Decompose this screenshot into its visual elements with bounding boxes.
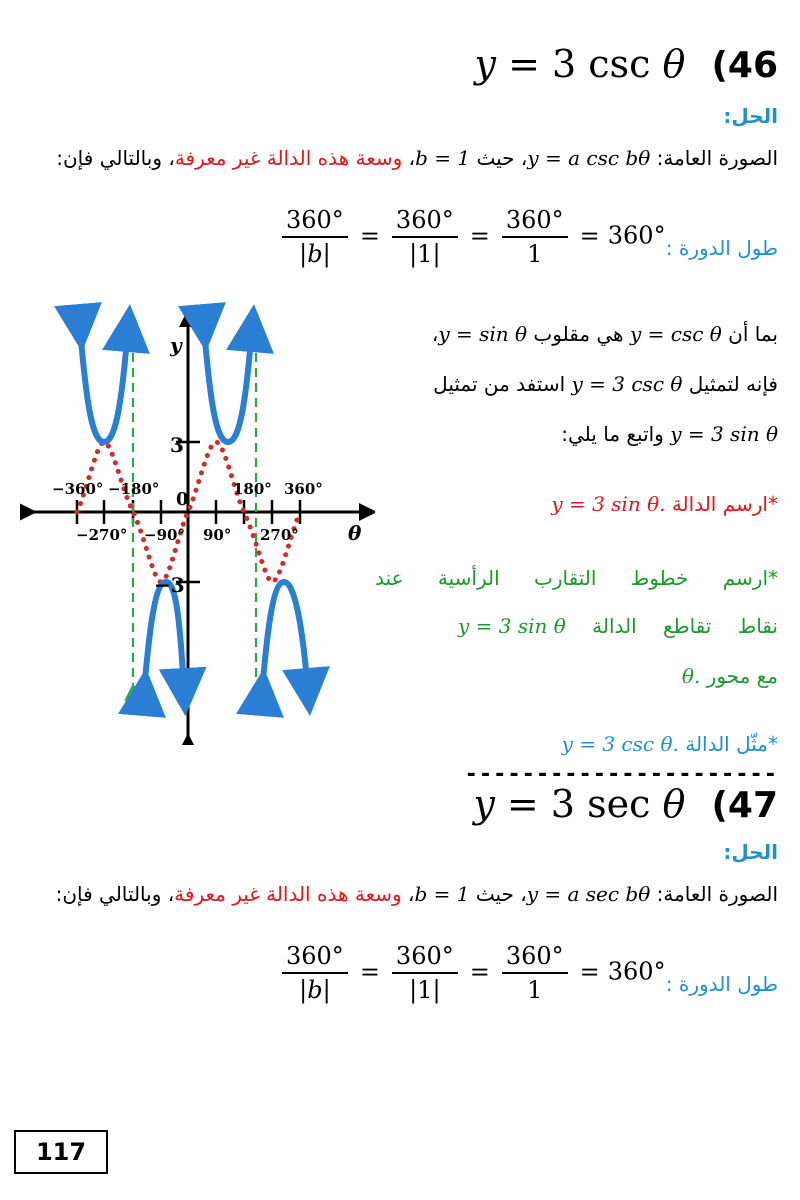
x-axis-label: θ [348, 521, 362, 545]
step-1: *ارسم الدالة y = 3 sin θ. [551, 492, 778, 516]
x-tick-label-neg180: −180° [108, 480, 159, 498]
y-axis-label: y [169, 333, 183, 357]
page-number-box: 117 [14, 1130, 108, 1174]
x-tick-label-270: 270° [260, 526, 299, 544]
csc-curves [54, 302, 330, 718]
x-tick-label-180: 180° [233, 480, 272, 498]
solution-label-46: الحل: [723, 104, 778, 128]
step-2-line-3: مع محور θ. [681, 664, 778, 688]
general-form-line-47: الصورة العامة: y = a sec bθ، حيث b = 1، … [55, 882, 778, 906]
problem-47-heading: y = 3 sec θ (47 [473, 782, 778, 826]
asymptotes [124, 317, 265, 701]
x-tick-label-neg360: −360° [52, 480, 103, 498]
separator-line: ---------------------- [464, 762, 778, 787]
y-tick-label-neg3: −3 [154, 573, 185, 597]
period-label-46: طول الدورة : [665, 236, 778, 260]
problem-47-equation: y = 3 sec θ [473, 782, 686, 826]
y-tick-label-3: 3 [170, 433, 184, 457]
x-tick-label-neg90: −90° [144, 526, 185, 544]
period-equation-47: 360°|b|=360°|1|=360°1=360° [278, 942, 666, 1004]
solution-label-47: الحل: [723, 840, 778, 864]
explain-line-3: y = 3 sin θ واتبع ما يلي: [561, 422, 778, 446]
general-form-line-46: الصورة العامة: y = a csc bθ، حيث b = 1، … [56, 146, 778, 170]
step-2-line-2: نقاط تقاطع الدالة y = 3 sin θ [457, 614, 778, 638]
period-label-47: طول الدورة : [665, 972, 778, 996]
problem-47-number: (47 [711, 785, 778, 826]
step-3: *مثّل الدالة y = 3 csc θ. [561, 732, 778, 756]
x-tick-label-90: 90° [203, 526, 231, 544]
page-number: 117 [35, 1138, 87, 1166]
explain-line-2: فإنه لتمثيل y = 3 csc θ استفد من تمثيل [433, 372, 778, 396]
problem-46-heading: y = 3 csc θ (46 [475, 42, 778, 86]
period-equation-46: 360°|b|=360°|1|=360°1=360° [278, 206, 666, 268]
x-tick-label-neg270: −270° [76, 526, 127, 544]
x-tick-label-360: 360° [284, 480, 323, 498]
explain-line-1: بما أن y = csc θ هي مقلوب y = sin θ، [431, 322, 778, 346]
problem-46-number: (46 [711, 45, 778, 86]
problem-46-equation: y = 3 csc θ [474, 42, 686, 86]
step-2-line-1: *ارسم خطوط التقارب الرأسية عند [375, 566, 778, 590]
csc-graph: y θ 0 3 −3 −360° −180° 180° 360° −270° −… [20, 302, 375, 745]
origin-label: 0 [176, 489, 189, 510]
